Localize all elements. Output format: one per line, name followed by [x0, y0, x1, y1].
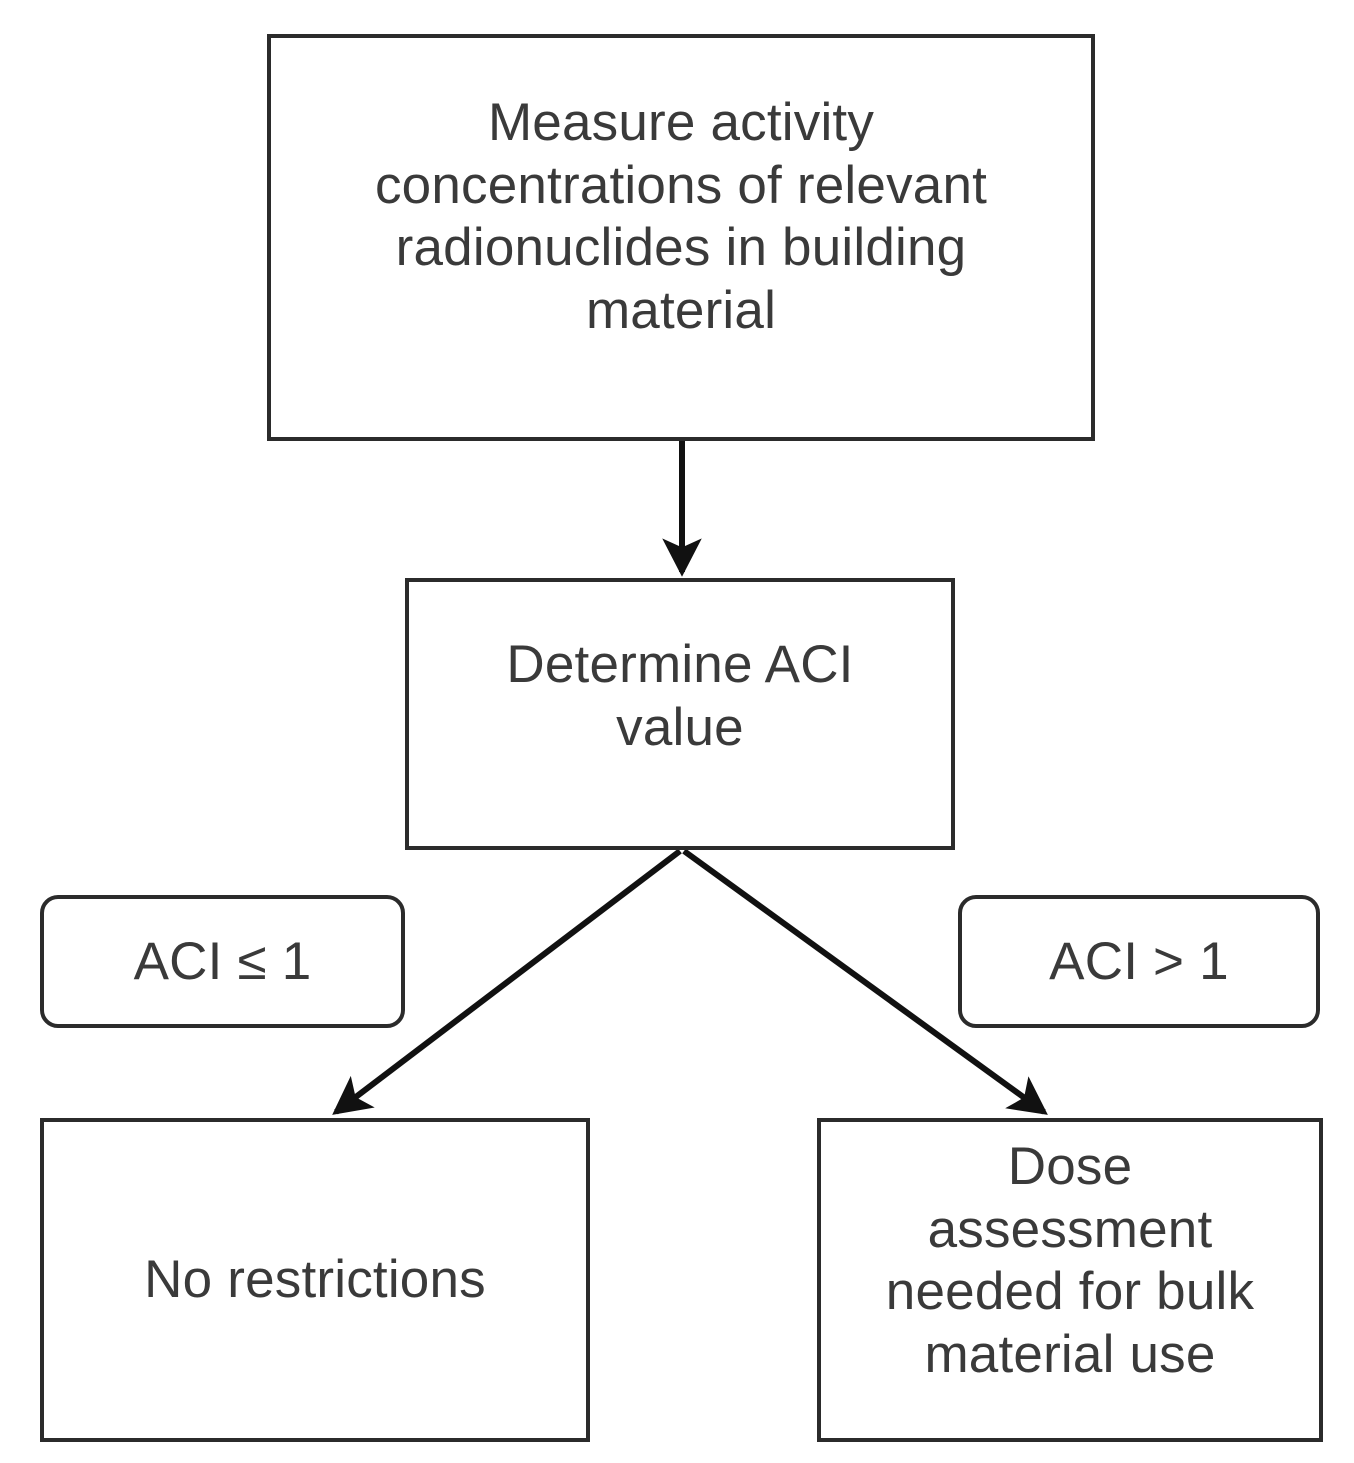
- node-no-restrictions-label: No restrictions: [144, 1249, 486, 1309]
- node-determine-label: Determine ACI value: [506, 635, 854, 757]
- node-measure-label: Measure activity concentrations of relev…: [374, 93, 988, 340]
- node-dose-assessment: Dose assessment needed for bulk material…: [817, 1118, 1323, 1442]
- node-no-restrictions: No restrictions: [40, 1118, 590, 1442]
- node-measure-activity-concentrations: Measure activity concentrations of relev…: [267, 34, 1095, 441]
- node-dose-assessment-label: Dose assessment needed for bulk material…: [885, 1137, 1255, 1384]
- node-determine-aci-value: Determine ACI value: [405, 578, 955, 850]
- condition-aci-less-or-equal-1: ACI ≤ 1: [40, 895, 405, 1028]
- condition-high-label: ACI > 1: [1049, 932, 1229, 991]
- condition-aci-greater-1: ACI > 1: [958, 895, 1320, 1028]
- condition-low-label: ACI ≤ 1: [133, 932, 312, 991]
